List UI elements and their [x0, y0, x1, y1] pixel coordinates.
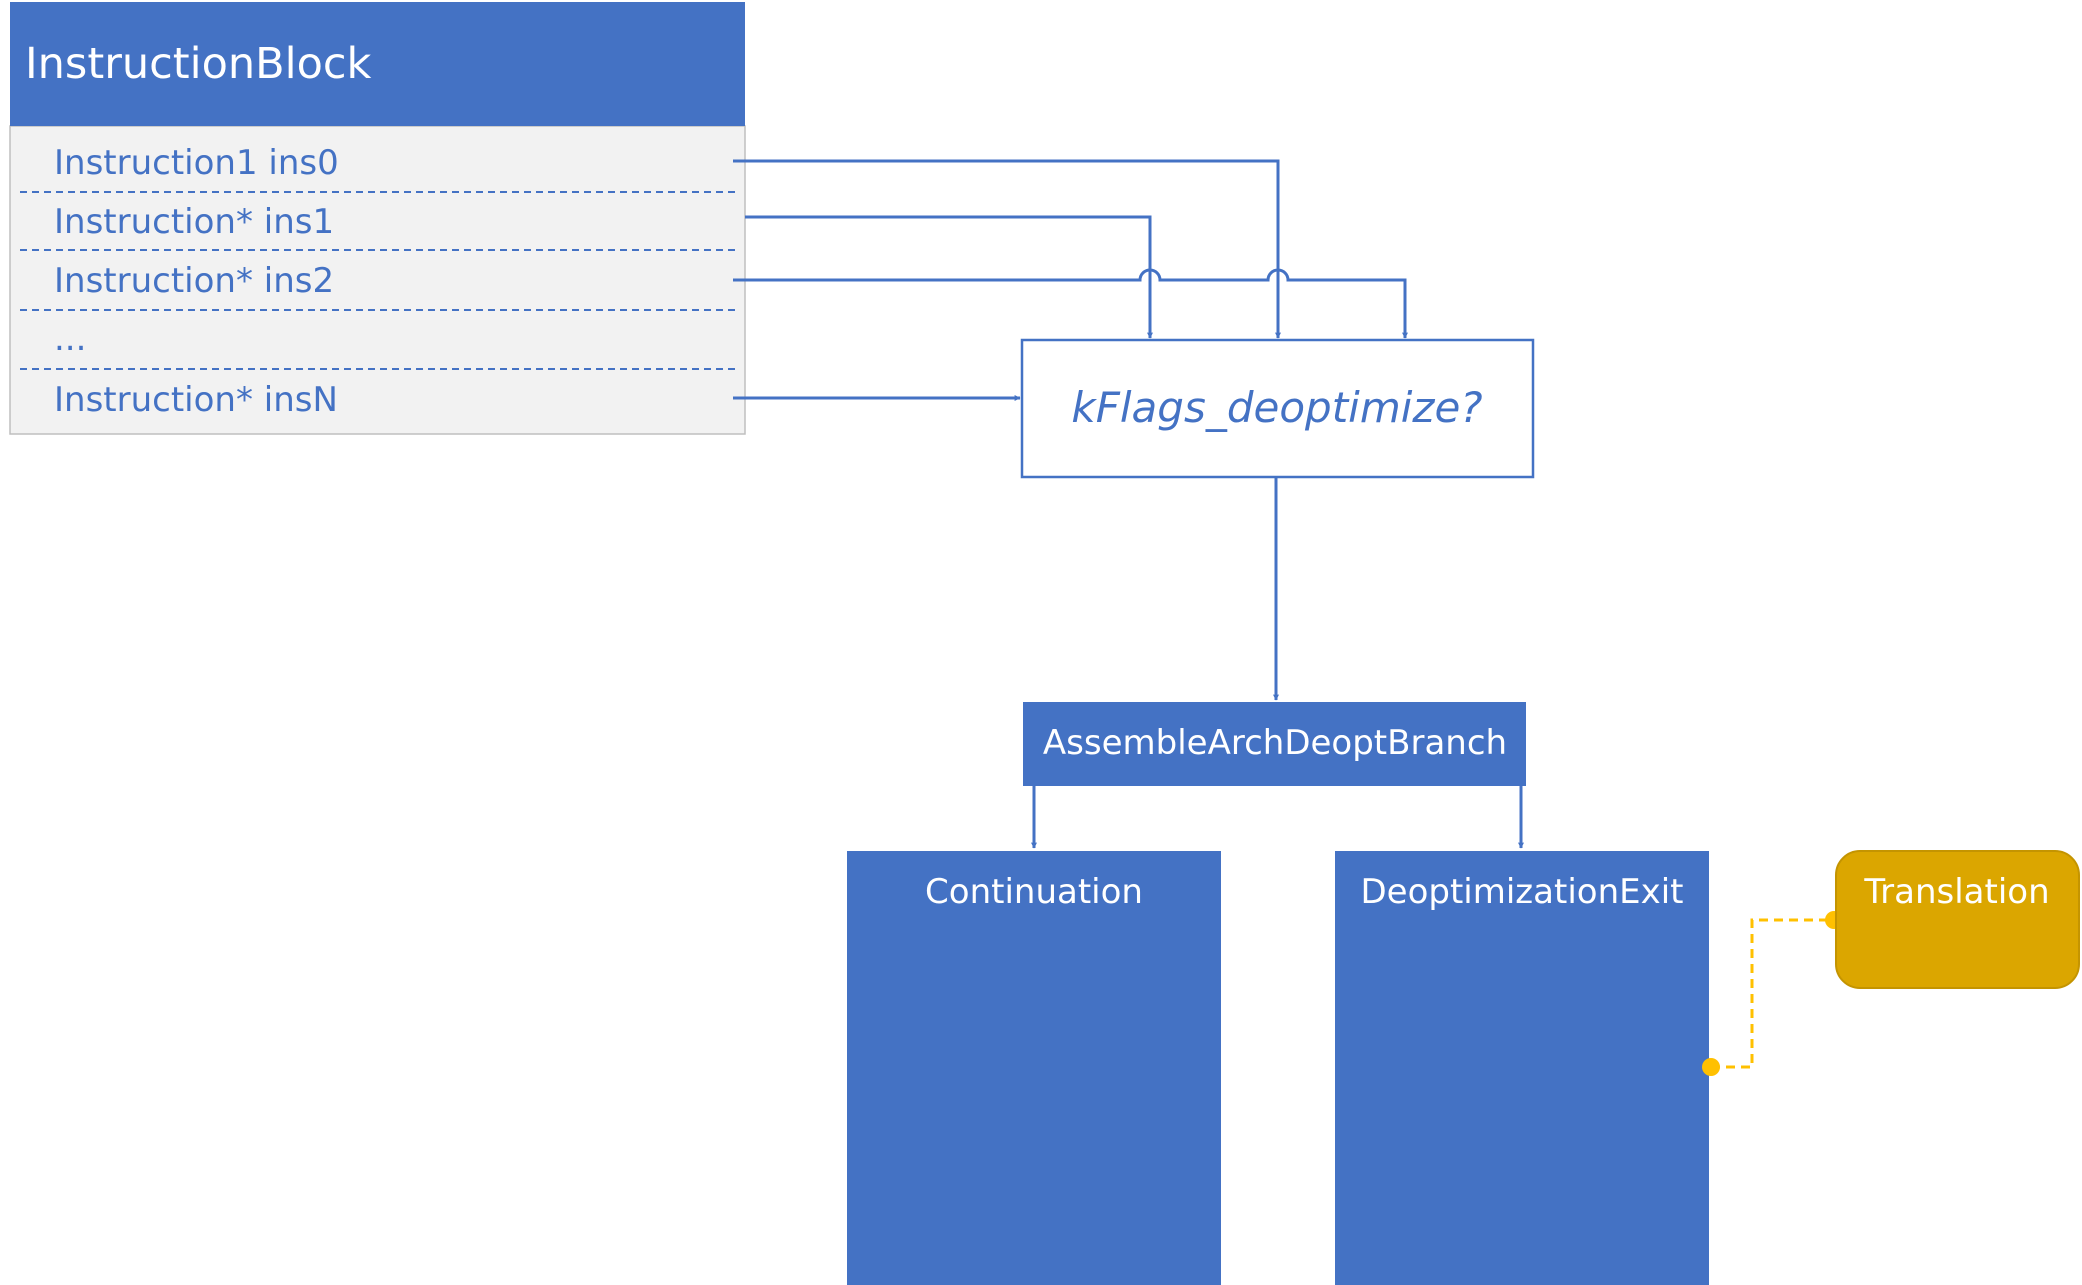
continuation-label: Continuation: [925, 872, 1143, 912]
connector-ins1: [745, 215, 1153, 339]
instruction-row: Instruction* ins1: [54, 202, 334, 242]
connector-ins2: [733, 268, 1408, 339]
deopt-exit-box: [1335, 851, 1709, 1285]
translation-link: [1702, 911, 1843, 1076]
translation-label: Translation: [1863, 872, 2049, 912]
instruction-row: Instruction1 ins0: [54, 143, 339, 183]
instruction-block: InstructionBlock Instruction1 ins0 Instr…: [9, 2, 746, 435]
deopt-exit-label: DeoptimizationExit: [1360, 872, 1683, 912]
instruction-block-title: InstructionBlock: [25, 39, 372, 89]
continuation-node: Continuation: [847, 851, 1221, 1285]
instruction-block-body: [9, 125, 746, 435]
decision-box: [1020, 338, 1535, 479]
branch-box: [1023, 702, 1526, 786]
translation-node: Translation: [1835, 850, 2080, 989]
decision-label: kFlags_deoptimize?: [1071, 383, 1482, 432]
instruction-row: Instruction* insN: [54, 380, 338, 420]
translation-connector: [1711, 918, 1834, 1069]
instruction-row: ...: [54, 319, 86, 359]
connector-ins0: [733, 159, 1281, 339]
instruction-connectors: [733, 159, 1408, 401]
deopt-exit-node: DeoptimizationExit: [1335, 851, 1709, 1285]
link-endpoint-dot: [1702, 1058, 1720, 1076]
branch-node: AssembleArchDeoptBranch: [1023, 702, 1526, 786]
branch-connectors: [1031, 786, 1524, 849]
continuation-box: [847, 851, 1221, 1285]
translation-box: [1835, 850, 2080, 989]
branch-label: AssembleArchDeoptBranch: [1043, 723, 1507, 763]
instruction-row: Instruction* ins2: [54, 261, 334, 301]
instruction-block-header: [10, 2, 745, 126]
decision-node: kFlags_deoptimize?: [1020, 338, 1535, 479]
